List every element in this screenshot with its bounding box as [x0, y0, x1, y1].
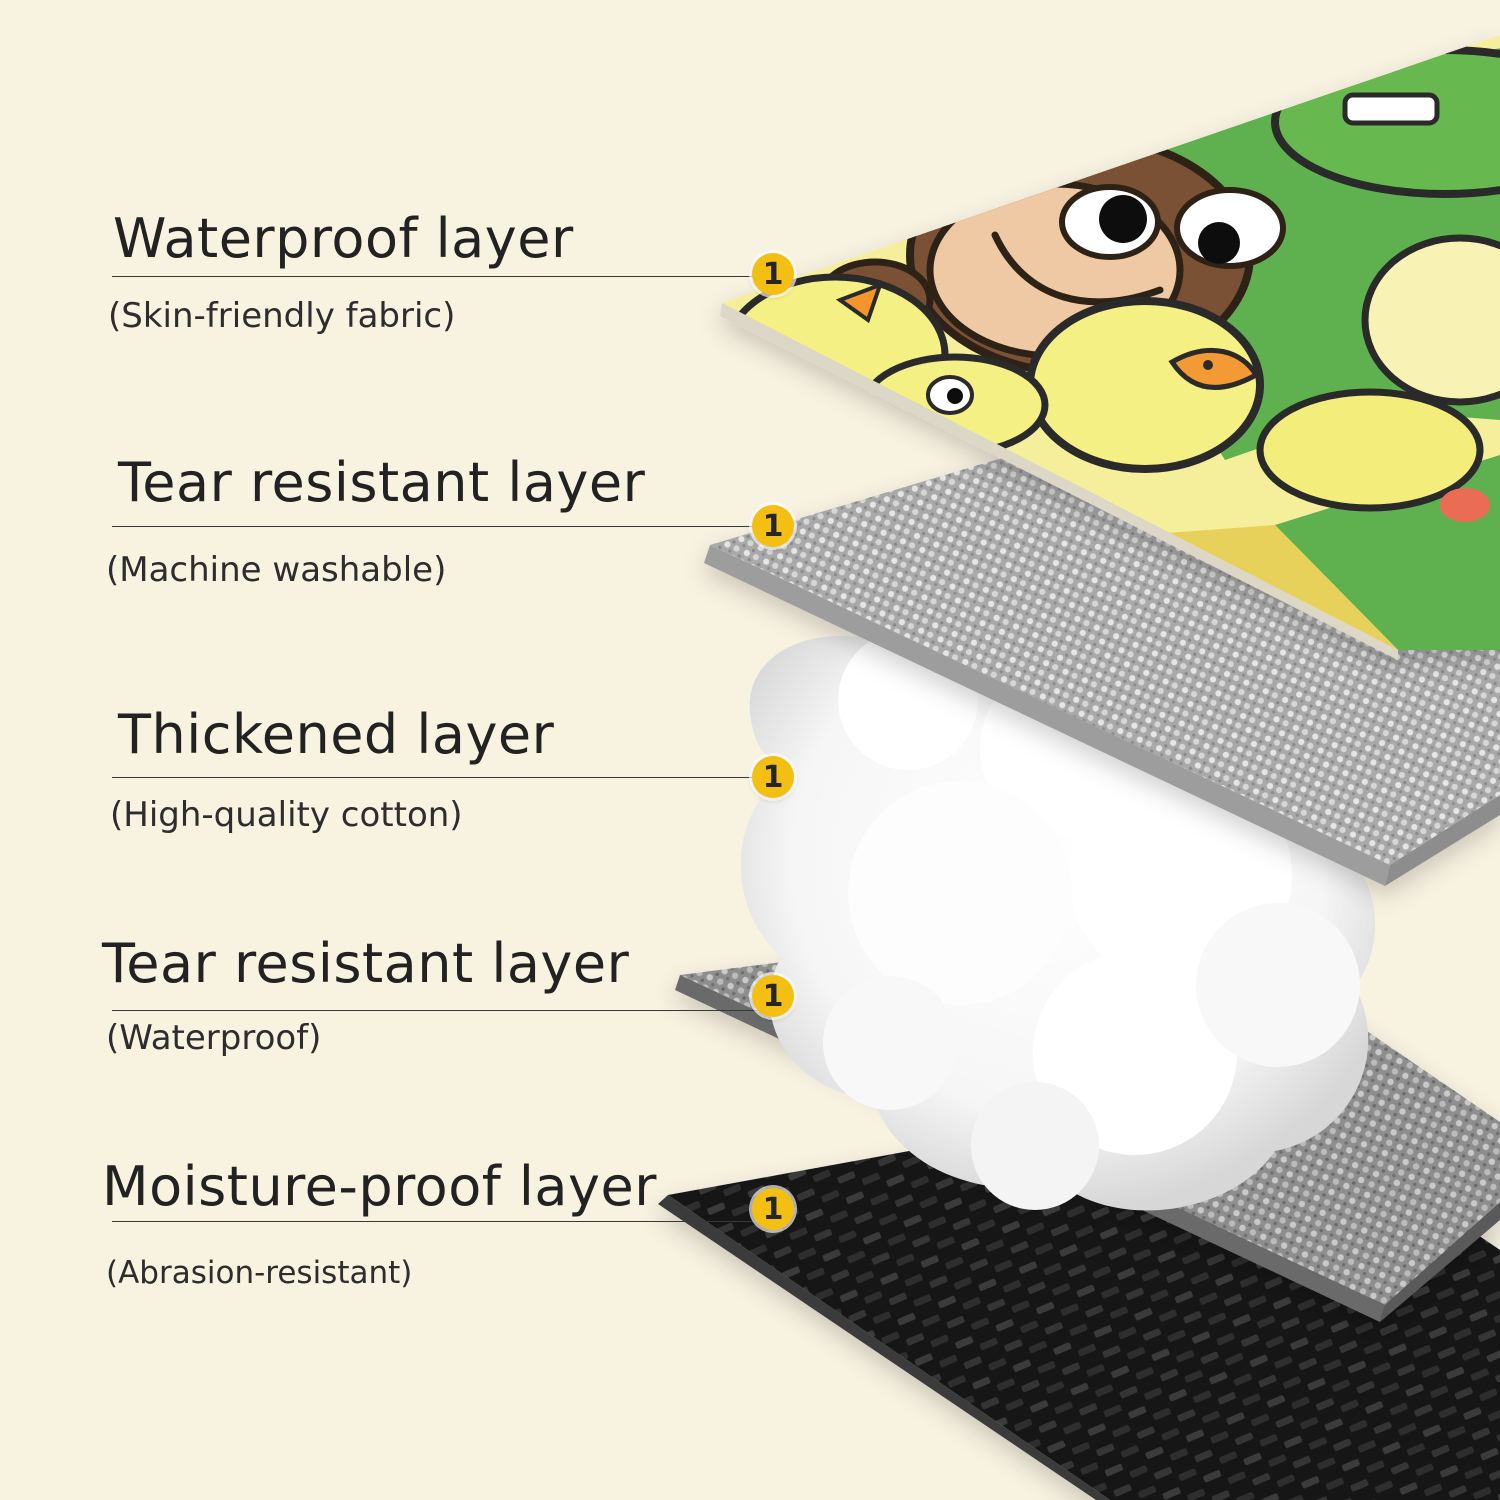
upper-tear-resistant-layer-swatch [704, 458, 1500, 886]
